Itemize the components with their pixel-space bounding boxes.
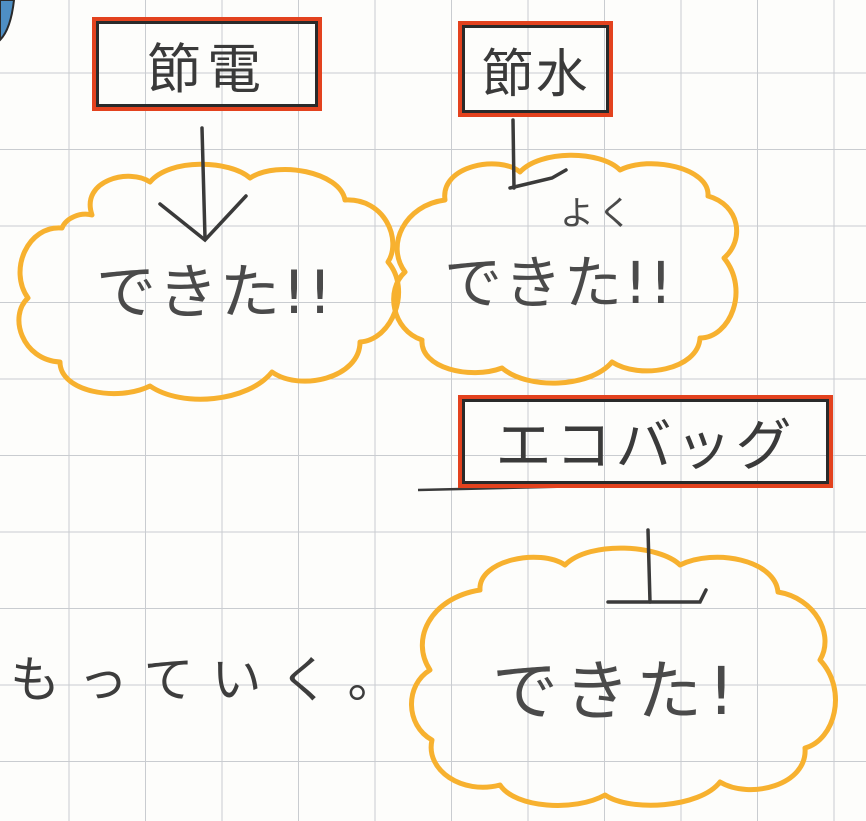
result-sessui-prefix: よく: [560, 194, 636, 234]
box-ecobag: エコバッグ: [458, 395, 833, 488]
cloud-sessui: [391, 152, 740, 386]
cloud-ecobag: [409, 545, 838, 808]
arrow-ecobag: [606, 528, 708, 604]
result-setsuden: できた!!: [96, 258, 335, 328]
box-ecobag-label: エコバッグ: [495, 414, 796, 479]
note-motteiku: もっていく。: [10, 651, 416, 709]
box-sessui-label: 節水: [481, 44, 590, 105]
corner-blue-shape: [0, 0, 16, 42]
box-setsuden-label: 節電: [147, 37, 267, 101]
box-sessui: 節水: [458, 21, 613, 117]
box-setsuden: 節電: [92, 17, 322, 111]
result-ecobag: できた!: [492, 653, 741, 730]
cloud-setsuden: [16, 161, 402, 402]
arrow-sessui: [508, 118, 568, 190]
result-sessui: できた!!: [444, 249, 675, 317]
arrow-setsuden: [158, 126, 248, 243]
